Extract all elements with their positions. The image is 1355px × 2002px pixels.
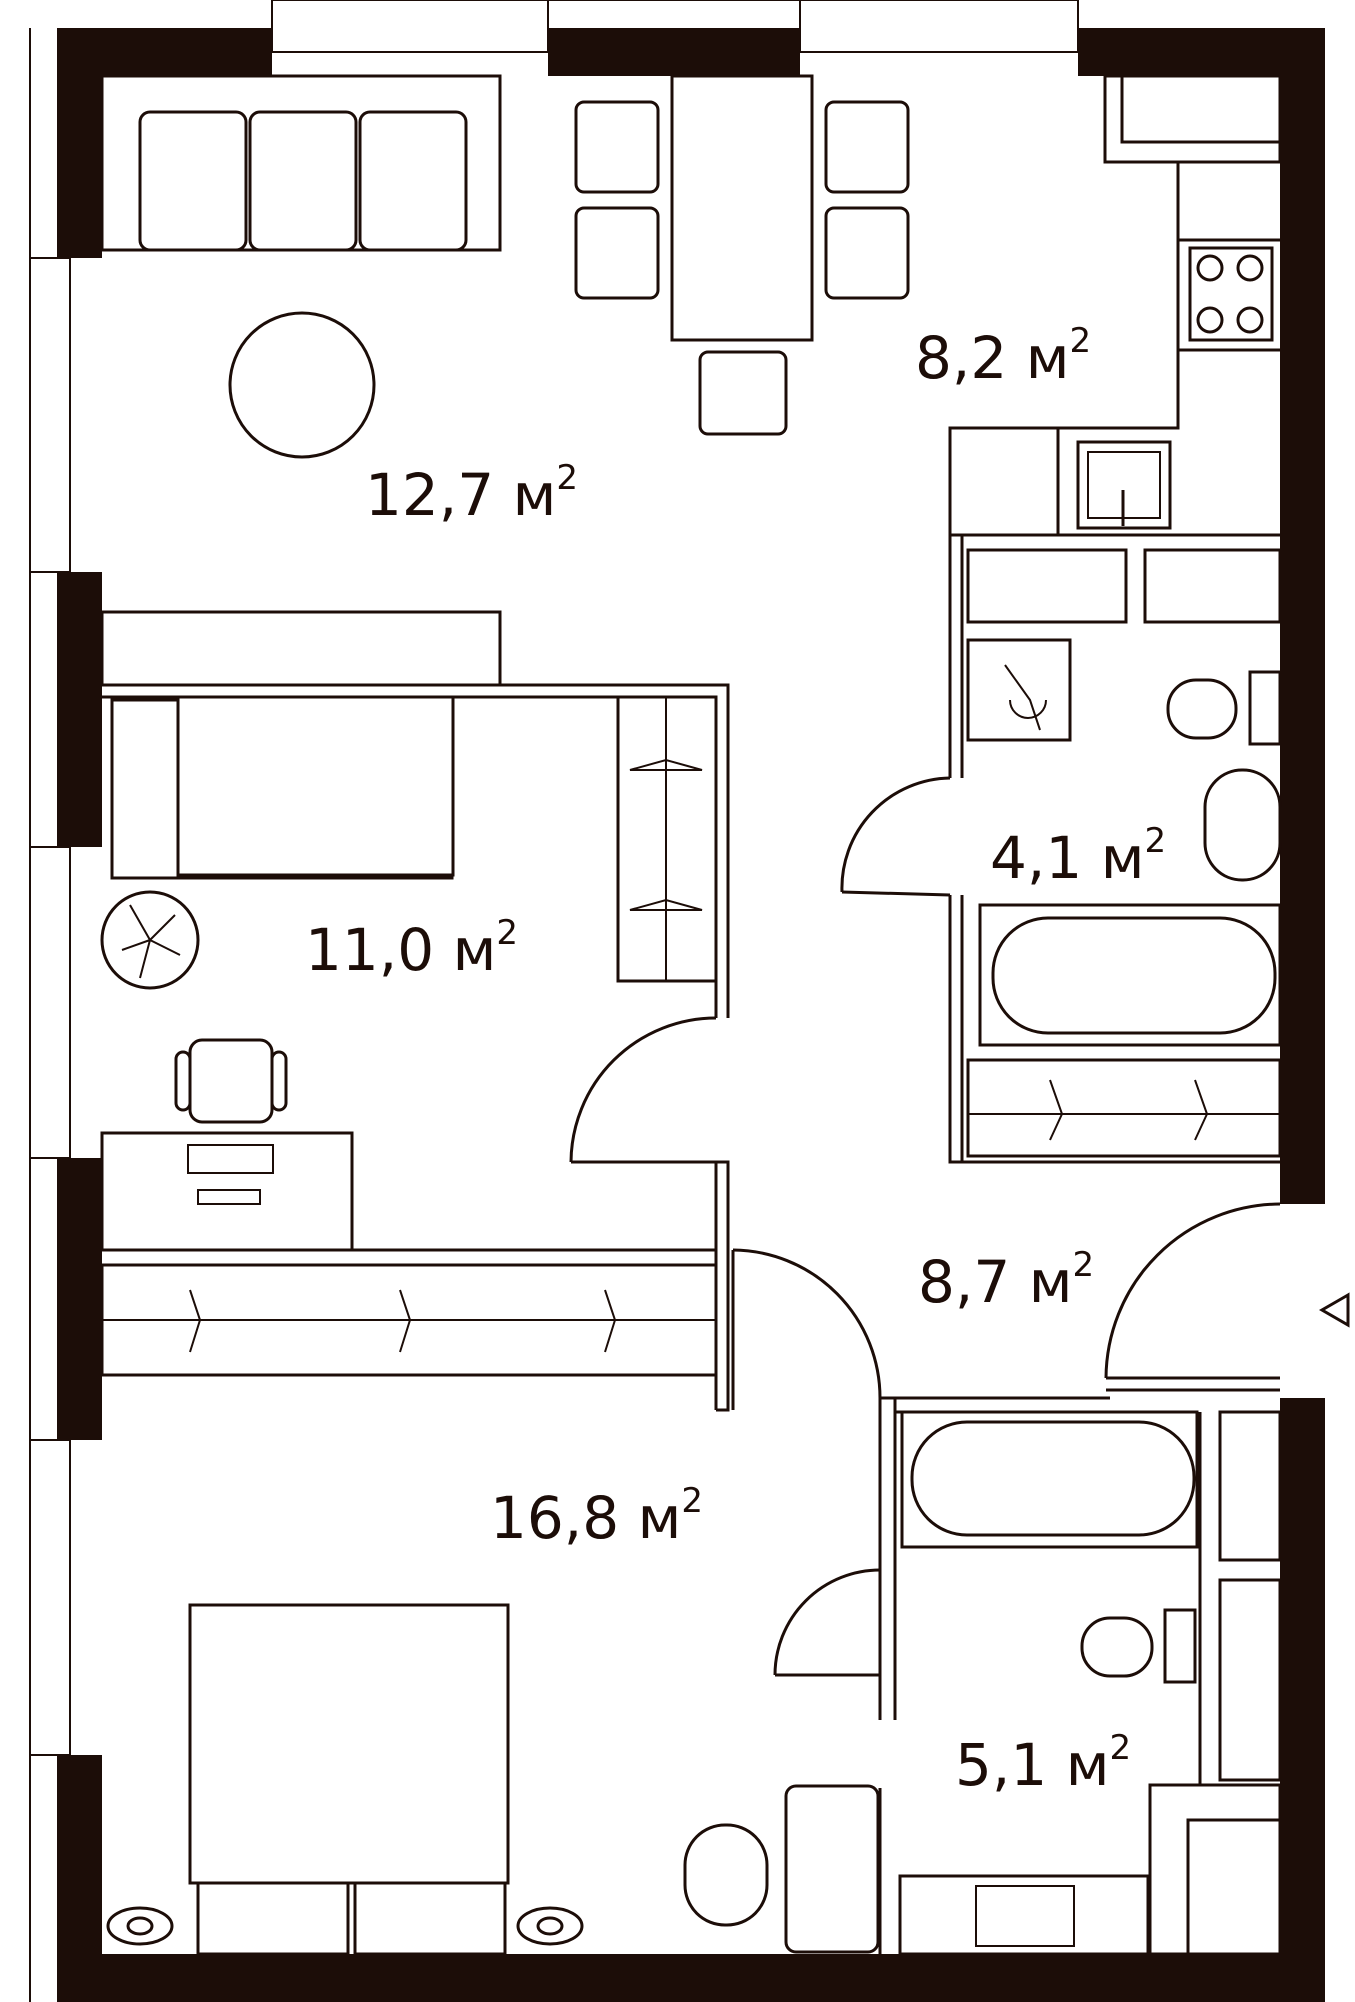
washing-machine — [784, 1784, 880, 1954]
coffee-table — [228, 311, 376, 459]
room-label-kitchen: 8,2 м2 — [915, 321, 1091, 392]
room-label-bath2: 5,1 м2 — [955, 1728, 1131, 1799]
kitchen-sink — [1076, 440, 1172, 530]
bathtub — [978, 903, 1282, 1047]
windows — [29, 0, 1079, 2002]
room-label-bedroom1: 11,0 м2 — [305, 913, 518, 984]
armchair — [683, 1823, 769, 1927]
stove — [1188, 246, 1274, 342]
bathroom-sink — [1203, 768, 1282, 882]
lamp-icon — [106, 1906, 584, 1946]
interior-walls — [100, 74, 1282, 1956]
plant — [100, 890, 200, 990]
outer-walls — [57, 28, 1325, 2002]
hangers — [189, 758, 1209, 1353]
room-label-bedroom2: 16,8 м2 — [490, 1481, 703, 1552]
toilet — [1166, 670, 1282, 746]
room-label-bath1: 4,1 м2 — [990, 821, 1166, 892]
toilet — [1080, 1608, 1197, 1684]
bathtub — [900, 1410, 1199, 1549]
room-label-living: 12,7 м2 — [365, 458, 578, 529]
washing-machine — [966, 638, 1072, 742]
desk — [100, 1131, 354, 1252]
doors — [569, 776, 1281, 1677]
dining-table — [574, 74, 910, 436]
triangle-left-icon — [1318, 1292, 1350, 1328]
office-chair — [174, 1038, 288, 1124]
sofa — [100, 74, 502, 252]
single-bed — [110, 695, 455, 880]
room-label-hall: 8,7 м2 — [918, 1245, 1094, 1316]
double-bed — [188, 1603, 510, 1956]
